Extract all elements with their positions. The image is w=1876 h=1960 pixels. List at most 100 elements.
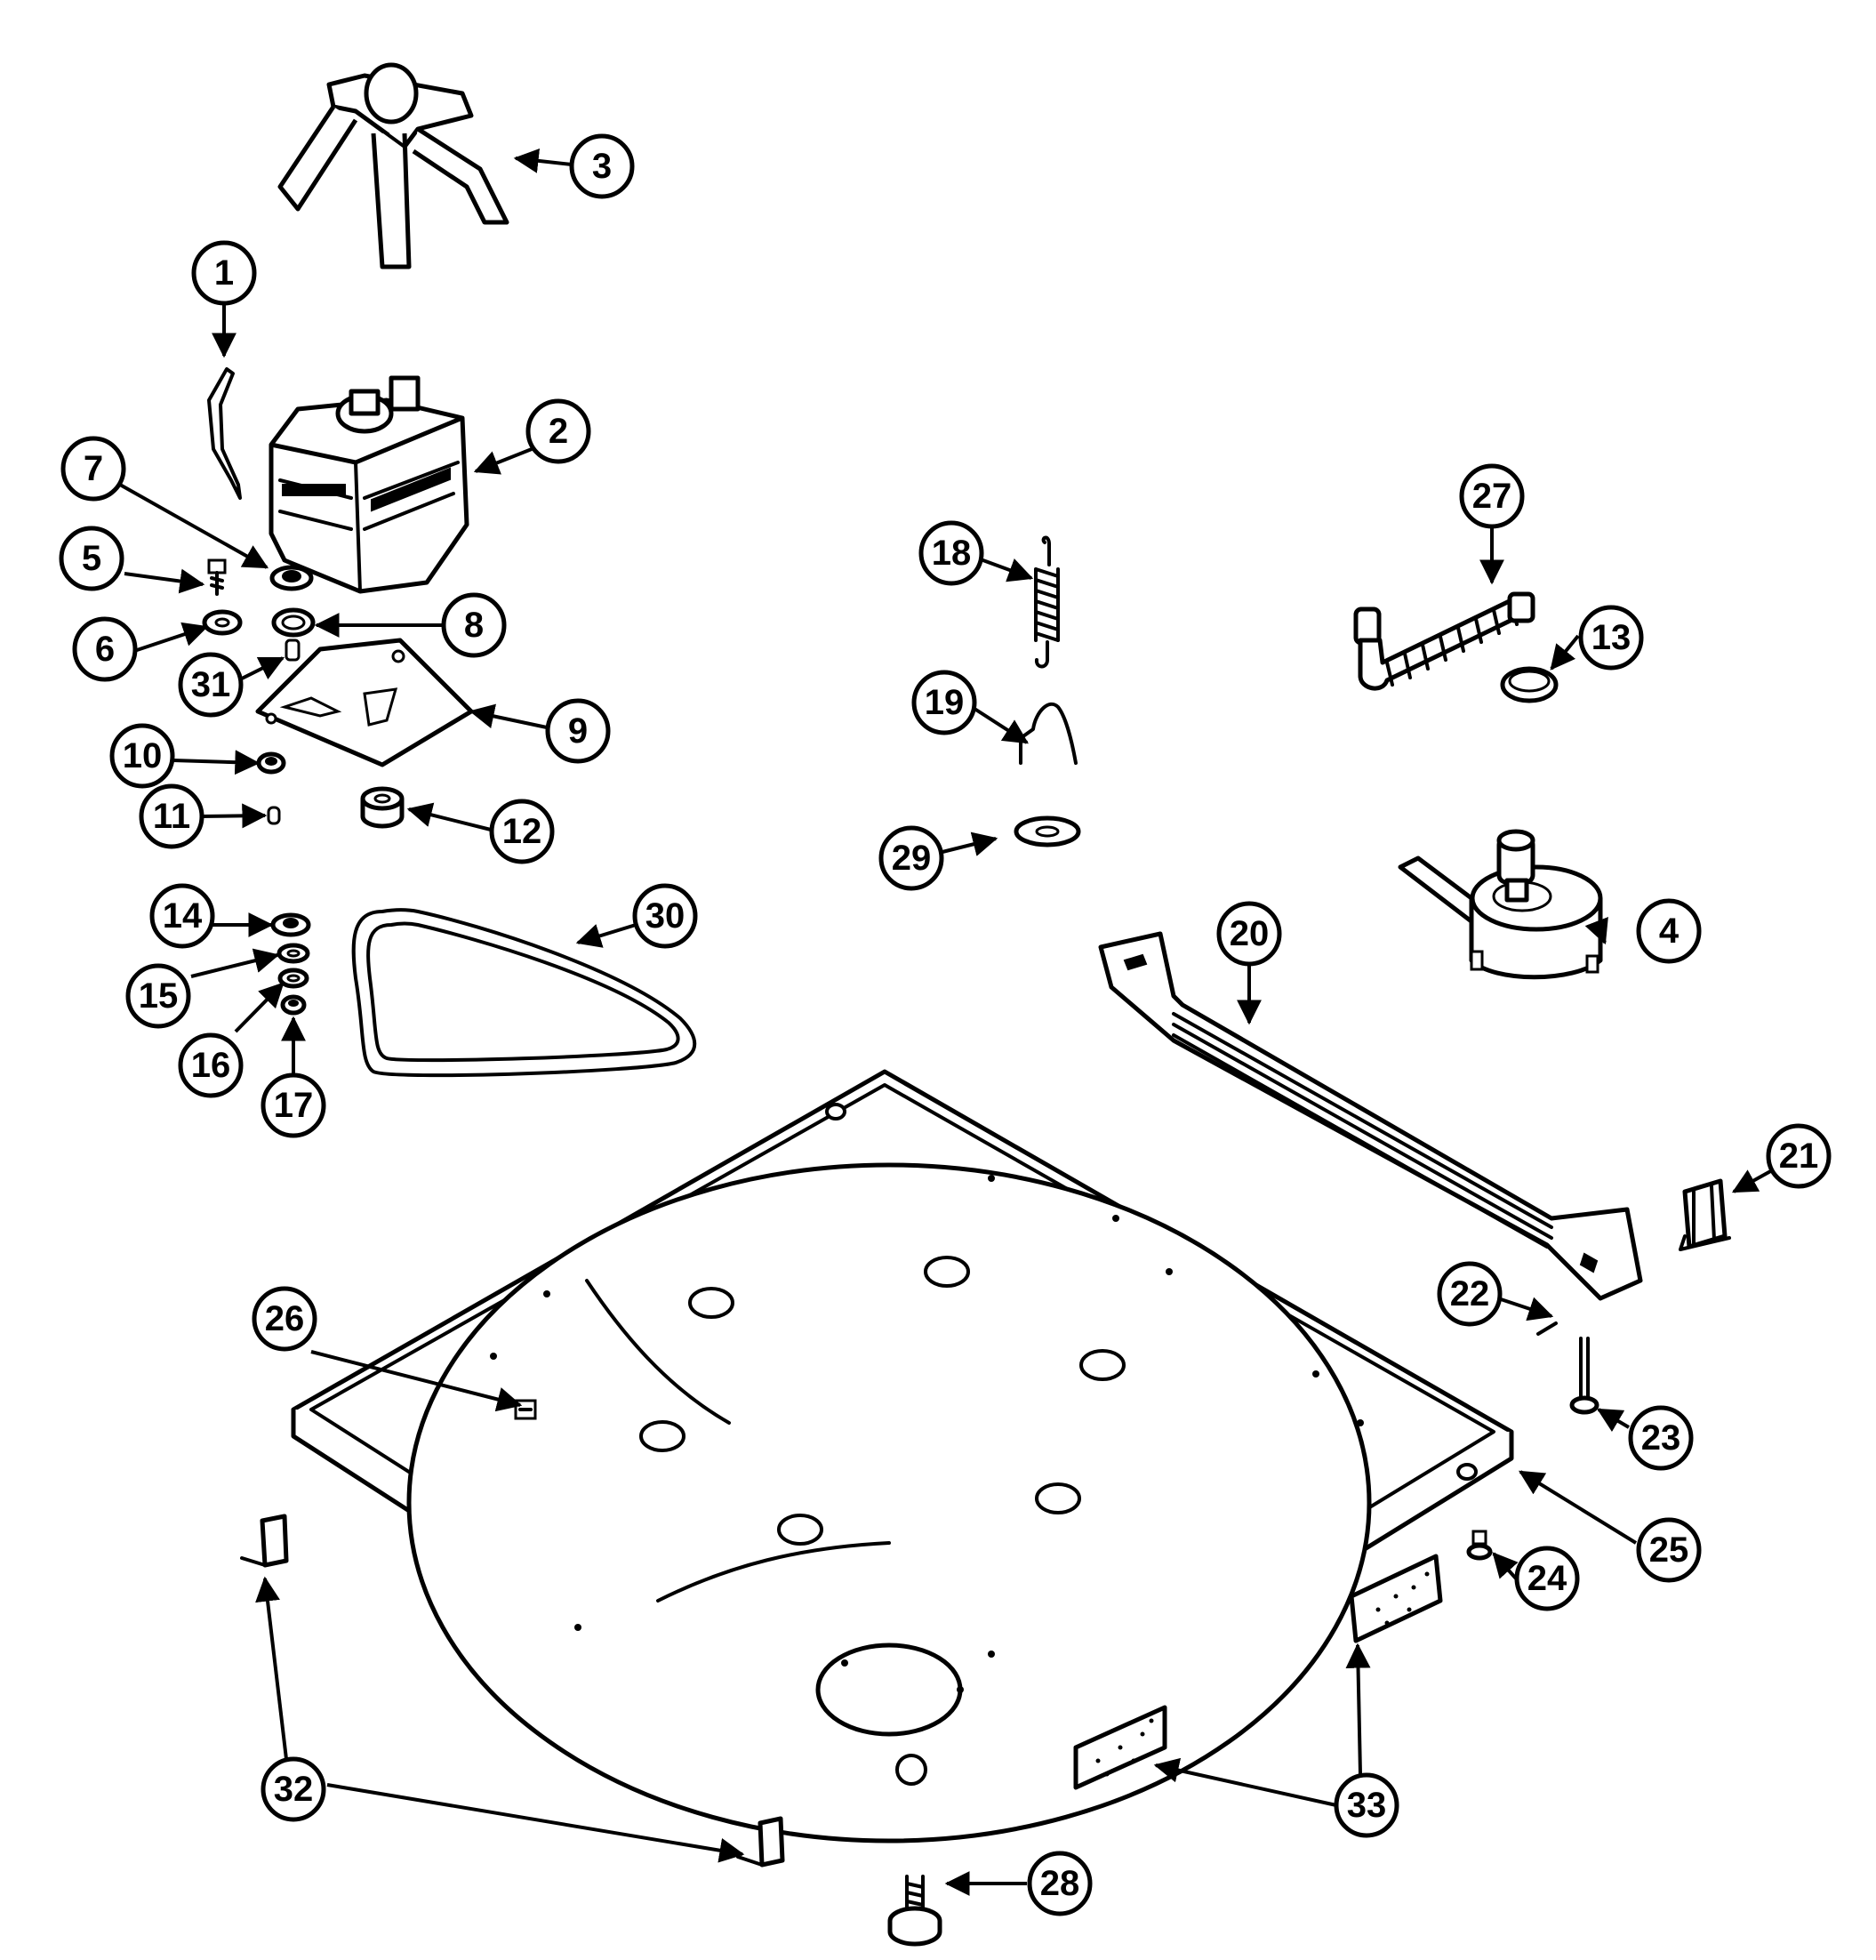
callout-21: 21 bbox=[1766, 1123, 1832, 1189]
callout-31: 31 bbox=[178, 652, 244, 718]
part-33-pad-right bbox=[1349, 1554, 1443, 1643]
callout-1: 1 bbox=[191, 240, 257, 306]
callout-4: 4 bbox=[1636, 898, 1702, 964]
callout-28-label: 28 bbox=[1040, 1864, 1080, 1903]
callout-24-label: 24 bbox=[1527, 1559, 1567, 1598]
callout-24: 24 bbox=[1514, 1546, 1580, 1611]
part-32-bracket-right bbox=[736, 1816, 785, 1868]
callout-9-label: 9 bbox=[568, 711, 588, 751]
callout-18-label: 18 bbox=[932, 534, 972, 573]
part-20-brace bbox=[1098, 931, 1643, 1301]
part-13-clamp bbox=[1500, 666, 1559, 703]
part-28-leveling-leg bbox=[887, 1875, 942, 1947]
callout-27-label: 27 bbox=[1472, 477, 1512, 516]
callout-15: 15 bbox=[125, 963, 191, 1029]
part-16-washer bbox=[277, 968, 309, 989]
part-9-plate bbox=[255, 638, 474, 767]
part-10-nut bbox=[256, 751, 286, 775]
callout-31-label: 31 bbox=[191, 665, 231, 704]
part-6-washer bbox=[202, 609, 243, 636]
callout-22-label: 22 bbox=[1450, 1274, 1490, 1313]
callout-9: 9 bbox=[545, 698, 611, 764]
callout-14: 14 bbox=[149, 883, 215, 949]
callout-19: 19 bbox=[911, 670, 977, 735]
callout-7-label: 7 bbox=[84, 449, 103, 488]
callout-2-label: 2 bbox=[549, 412, 568, 451]
callout-18: 18 bbox=[918, 520, 984, 586]
callout-30: 30 bbox=[632, 883, 698, 949]
part-24-screw bbox=[1466, 1530, 1493, 1561]
part-12-spacer bbox=[360, 786, 405, 829]
callout-26-label: 26 bbox=[265, 1299, 305, 1338]
callout-4-label: 4 bbox=[1659, 912, 1680, 951]
callout-28: 28 bbox=[1027, 1851, 1093, 1916]
callout-30-label: 30 bbox=[645, 896, 685, 936]
callout-2: 2 bbox=[525, 398, 591, 464]
callout-29: 29 bbox=[878, 825, 944, 891]
part-32-bracket-left bbox=[240, 1514, 289, 1568]
part-25-base bbox=[291, 1069, 1514, 1844]
callout-25-label: 25 bbox=[1649, 1530, 1689, 1570]
callout-13-label: 13 bbox=[1591, 618, 1631, 657]
part-23-bolt bbox=[1569, 1337, 1599, 1415]
part-8-ring bbox=[271, 607, 316, 638]
callout-3: 3 bbox=[569, 133, 635, 199]
callout-3-label: 3 bbox=[592, 147, 612, 186]
callout-17: 17 bbox=[261, 1072, 326, 1138]
part-27-hose bbox=[1353, 591, 1535, 691]
callout-16: 16 bbox=[178, 1032, 244, 1098]
part-31-bushing bbox=[285, 639, 301, 662]
callout-26: 26 bbox=[252, 1286, 317, 1352]
callout-11-label: 11 bbox=[153, 797, 190, 836]
callout-20: 20 bbox=[1216, 901, 1282, 967]
part-17-nut bbox=[280, 994, 307, 1016]
part-21-bracket bbox=[1679, 1178, 1731, 1251]
part-19-clip bbox=[1019, 702, 1078, 765]
part-30-belt bbox=[351, 908, 697, 1078]
callout-23: 23 bbox=[1628, 1405, 1694, 1471]
callout-29-label: 29 bbox=[892, 839, 932, 878]
callout-20-label: 20 bbox=[1230, 914, 1270, 953]
callout-17-label: 17 bbox=[274, 1086, 314, 1125]
part-4-pump bbox=[1398, 829, 1603, 980]
callout-5-label: 5 bbox=[82, 539, 101, 578]
part-11-pin bbox=[267, 806, 281, 825]
callout-32: 32 bbox=[261, 1756, 326, 1822]
callout-16-label: 16 bbox=[191, 1046, 231, 1085]
callout-15-label: 15 bbox=[139, 976, 179, 1016]
callout-32-label: 32 bbox=[274, 1770, 314, 1809]
part-29-washer bbox=[1014, 815, 1081, 847]
part-15-washer bbox=[277, 943, 310, 964]
part-5-screw bbox=[207, 558, 227, 596]
callout-10: 10 bbox=[109, 723, 175, 789]
part-18-spring bbox=[1034, 535, 1060, 669]
callout-22: 22 bbox=[1437, 1261, 1503, 1327]
callout-5: 5 bbox=[59, 526, 124, 591]
callout-8: 8 bbox=[441, 592, 507, 658]
callout-19-label: 19 bbox=[925, 683, 965, 722]
callout-1-label: 1 bbox=[214, 253, 234, 293]
part-3-spider bbox=[277, 62, 509, 269]
callout-12-label: 12 bbox=[502, 812, 542, 851]
callout-10-label: 10 bbox=[123, 736, 163, 775]
callout-23-label: 23 bbox=[1641, 1418, 1681, 1458]
callout-6: 6 bbox=[72, 616, 138, 682]
callout-13: 13 bbox=[1578, 605, 1644, 671]
part-14-washer bbox=[270, 912, 311, 937]
callout-8-label: 8 bbox=[464, 606, 484, 645]
part-1-wire-clip bbox=[207, 367, 242, 500]
callout-11: 11 bbox=[139, 783, 204, 849]
part-33-pad-left bbox=[1073, 1705, 1167, 1790]
part-22-pin bbox=[1536, 1321, 1558, 1336]
callout-6-label: 6 bbox=[95, 630, 115, 669]
callout-7: 7 bbox=[60, 436, 126, 502]
part-2-motor bbox=[269, 375, 469, 594]
callout-12: 12 bbox=[489, 799, 555, 864]
callout-33: 33 bbox=[1334, 1772, 1399, 1838]
part-7-grommet bbox=[269, 565, 314, 591]
callout-14-label: 14 bbox=[163, 896, 203, 936]
callout-25: 25 bbox=[1636, 1517, 1702, 1583]
callout-27: 27 bbox=[1459, 463, 1525, 529]
callout-21-label: 21 bbox=[1779, 1137, 1819, 1176]
